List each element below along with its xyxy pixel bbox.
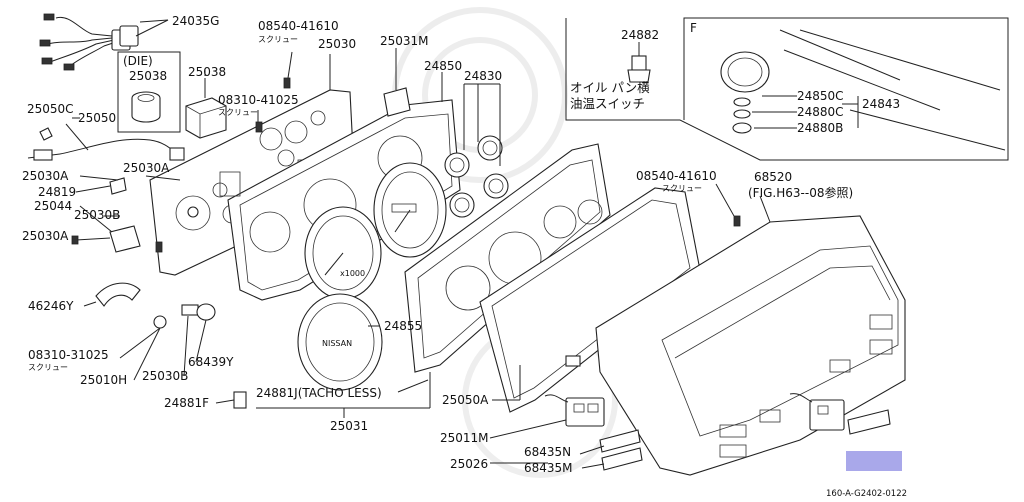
switch-25011M [544,394,605,427]
label-25050: 25050 [78,111,116,125]
label-oil-switch: 油温スイッチ [570,96,645,111]
bulb-25050A [565,355,581,367]
label-screw-4: スクリュー [662,184,702,193]
labels: 24035G (DIE) 25038 25038 25050C 25050 25… [22,14,907,499]
label-08310-41025: 08310-41025 [218,93,299,107]
part-24819 [109,177,127,195]
bulb-24881F [233,391,247,409]
temp-gauge-24843 [720,29,1006,151]
label-68520: 68520 [754,170,792,184]
label-25050C: 25050C [27,102,74,116]
label-25030: 25030 [318,37,356,51]
label-25031: 25031 [330,419,368,433]
label-25030A-3: 25030A [22,229,69,243]
label-25031M: 25031M [380,34,429,48]
label-25050A: 25050A [442,393,489,407]
label-fig-ref: (FIG.H63--08参照) [748,185,853,200]
label-25038: 25038 [188,65,226,79]
nissan-badge: NISSAN [322,339,352,348]
speedometer-gauge [373,162,447,258]
cap-right [847,409,891,435]
die-box [117,51,181,133]
bulb-68439Y [181,303,216,321]
label-25026: 25026 [450,457,488,471]
label-24035G: 24035G [172,14,219,28]
box-oil-switch [565,17,1009,161]
wire-harness-24035G [39,13,169,71]
label-25030B-1: 25030B [74,208,120,222]
label-24880B: 24880B [797,121,843,135]
label-screw-1: スクリュー [28,363,68,372]
small-gauges-24830 [444,84,509,218]
label-08540-41610-b: 08540-41610 [636,169,717,183]
label-24881F: 24881F [164,396,209,410]
label-25044: 25044 [34,199,72,213]
label-screw-2: スクリュー [258,35,298,44]
label-screw-3: スクリュー [218,108,258,117]
part-25038 [185,78,227,139]
label-24881J: 24881J(TACHO LESS) [256,386,382,400]
label-24882: 24882 [621,28,659,42]
label-24819: 24819 [38,185,76,199]
label-25038-die: 25038 [129,69,167,83]
label-08310-31025: 08310-31025 [28,348,109,362]
svg-text:x1000: x1000 [340,269,365,278]
label-68439Y: 68439Y [188,355,234,369]
label-diagram-code: 160-A-G2402-0122 [826,489,907,499]
label-25011M: 25011M [440,431,489,445]
part-46246Y [95,282,141,307]
tacho-lens-24855: NISSAN [297,293,383,391]
cap-68435M [601,447,643,471]
label-68435N: 68435N [524,445,571,459]
label-25010H: 25010H [80,373,127,387]
label-25030A-2: 25030A [22,169,69,183]
part-25044 [75,225,141,253]
label-25030B-2: 25030B [142,369,188,383]
label-46246Y: 46246Y [28,299,74,313]
tachometer-gauge: x1000 [304,206,382,300]
label-08540-41610-a: 08540-41610 [258,19,339,33]
label-die: (DIE) [123,54,153,68]
label-oil-pan: オイル パン横 [570,80,650,95]
label-24850: 24850 [424,59,462,73]
label-24830: 24830 [464,69,502,83]
cap-68435N [599,429,641,453]
label-24850C: 24850C [797,89,844,103]
leader-lines [72,19,859,469]
label-24843: 24843 [862,97,900,111]
label-24855: 24855 [384,319,422,333]
label-68435M: 68435M [524,461,573,475]
label-25030A-1: 25030A [123,161,170,175]
switch-right [789,393,845,431]
label-box-F: F [690,21,697,35]
screws [71,77,741,253]
label-24880C: 24880C [797,105,844,119]
mask-25031 [404,143,611,373]
speedo-cable-25050 [27,123,185,161]
bolt-25010H [153,315,167,329]
highlight-box [846,451,902,471]
